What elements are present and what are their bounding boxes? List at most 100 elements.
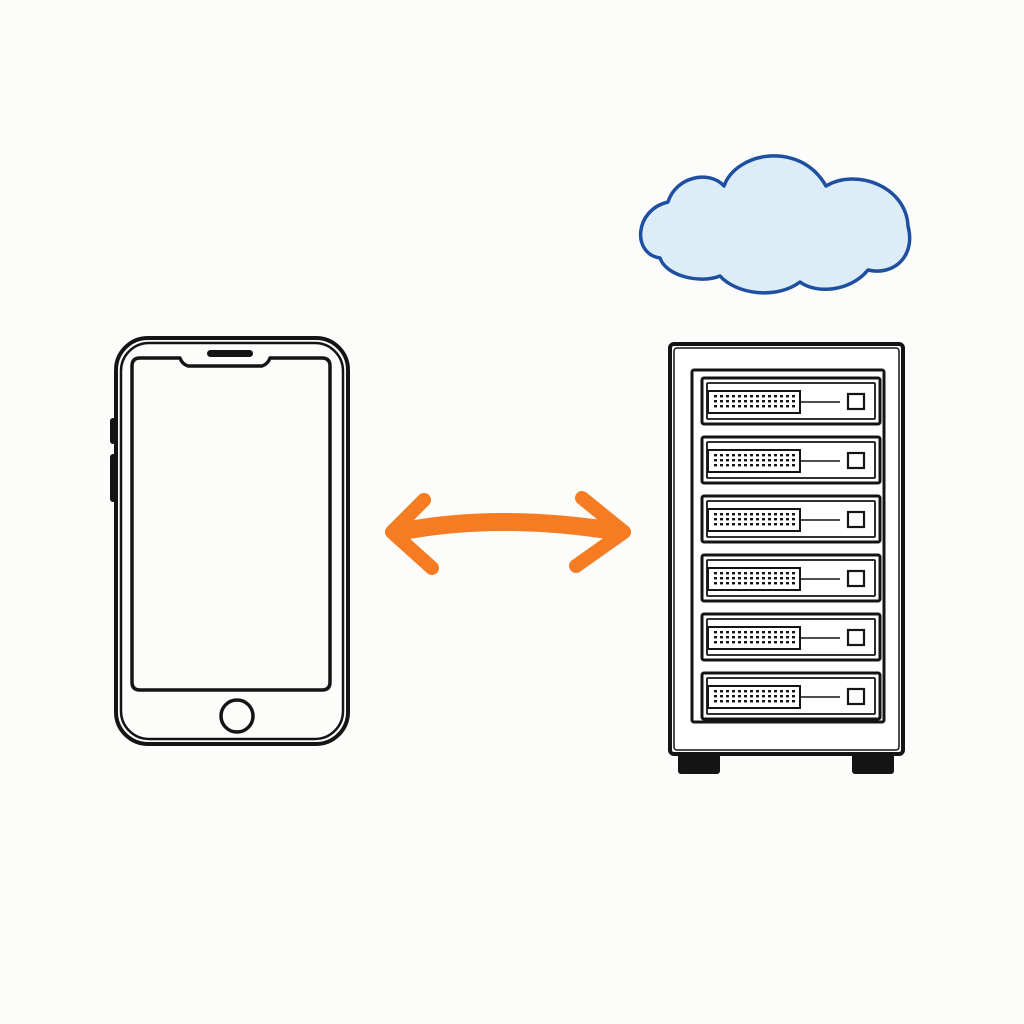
rack-cabinet-inner: [673, 347, 900, 751]
vent-dot: [762, 395, 765, 398]
vent-dot: [726, 700, 729, 703]
vent-dot: [762, 695, 765, 698]
vent-dot: [762, 572, 765, 575]
rack-unit-power-icon: [846, 392, 866, 411]
vent-dot: [720, 572, 723, 575]
vent-dot: [738, 523, 741, 526]
rack-unit-outline: [700, 553, 882, 603]
vent-dot: [720, 518, 723, 521]
vent-dot: [750, 641, 753, 644]
vent-dot: [756, 690, 759, 693]
vent-dot: [750, 572, 753, 575]
vent-dot: [780, 690, 783, 693]
vent-dot: [732, 641, 735, 644]
vent-dot: [786, 400, 789, 403]
vent-dot: [738, 459, 741, 462]
vent-dot: [774, 636, 777, 639]
vent-dot: [768, 513, 771, 516]
vent-dot: [714, 582, 717, 585]
phone-home-button: [219, 698, 255, 734]
vent-dot: [756, 513, 759, 516]
vent-dot: [732, 577, 735, 580]
vent-dot: [762, 641, 765, 644]
vent-dot: [774, 459, 777, 462]
vent-dot: [726, 695, 729, 698]
vent-dot: [726, 582, 729, 585]
vent-dot: [738, 631, 741, 634]
vent-dot: [756, 700, 759, 703]
vent-dot: [762, 518, 765, 521]
rack-unit-vents: [714, 572, 795, 585]
vent-dot: [756, 518, 759, 521]
vent-dot: [780, 577, 783, 580]
vent-dot: [732, 395, 735, 398]
vent-dot: [720, 459, 723, 462]
vent-dot: [750, 400, 753, 403]
vent-dot: [738, 572, 741, 575]
vent-dot: [732, 513, 735, 516]
vent-dot: [714, 695, 717, 698]
vent-dot: [756, 400, 759, 403]
rack-unit: [700, 671, 882, 721]
vent-dot: [780, 518, 783, 521]
vent-dot: [792, 577, 795, 580]
vent-dot: [762, 454, 765, 457]
vent-dot: [738, 695, 741, 698]
vent-dot: [744, 513, 747, 516]
vent-dot: [774, 572, 777, 575]
vent-dot: [774, 641, 777, 644]
vent-dot: [720, 523, 723, 526]
vent-dot: [756, 636, 759, 639]
vent-dot: [786, 700, 789, 703]
vent-dot: [750, 459, 753, 462]
vent-dot: [774, 700, 777, 703]
vent-dot: [774, 690, 777, 693]
vent-dot: [732, 695, 735, 698]
vent-dot: [744, 405, 747, 408]
vent-dot: [774, 395, 777, 398]
vent-dot: [756, 464, 759, 467]
vent-dot: [732, 459, 735, 462]
vent-dot: [762, 690, 765, 693]
vent-dot: [774, 400, 777, 403]
vent-dot: [786, 459, 789, 462]
rack-unit-vents: [714, 395, 795, 408]
rack-unit: [700, 612, 882, 662]
vent-dot: [720, 577, 723, 580]
vent-dot: [750, 631, 753, 634]
vent-dot: [780, 459, 783, 462]
phone-body-inner-outline: [119, 341, 345, 741]
vent-dot: [780, 395, 783, 398]
vent-dot: [744, 582, 747, 585]
vent-dot: [738, 577, 741, 580]
vent-dot: [792, 690, 795, 693]
vent-dot: [720, 454, 723, 457]
vent-dot: [756, 582, 759, 585]
rack-unit-outline: [700, 494, 882, 544]
vent-dot: [786, 695, 789, 698]
vent-dot: [714, 395, 717, 398]
vent-dot: [744, 400, 747, 403]
vent-dot: [792, 695, 795, 698]
vent-dot: [786, 454, 789, 457]
vent-dot: [768, 405, 771, 408]
phone-speaker: [207, 350, 253, 357]
vent-dot: [720, 405, 723, 408]
vent-dot: [738, 405, 741, 408]
vent-dot: [750, 582, 753, 585]
vent-dot: [768, 577, 771, 580]
vent-dot: [726, 395, 729, 398]
vent-dot: [780, 400, 783, 403]
vent-dot: [786, 572, 789, 575]
vent-dot: [732, 572, 735, 575]
vent-dot: [720, 695, 723, 698]
vent-dot: [726, 523, 729, 526]
rack-unit-power-icon: [846, 687, 866, 706]
vent-dot: [768, 572, 771, 575]
vent-dot: [750, 577, 753, 580]
rack-unit-vents: [714, 690, 795, 703]
vent-dot: [774, 695, 777, 698]
vent-dot: [786, 464, 789, 467]
vent-dot: [768, 518, 771, 521]
